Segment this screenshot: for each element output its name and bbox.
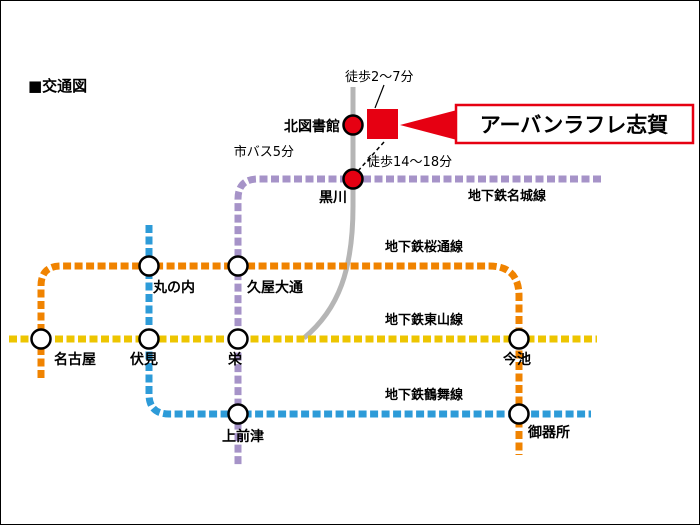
station-sakae-marker [227,328,249,350]
station-kita-library-label: 北図書館 [284,118,340,135]
tsurumai-line-label: 地下鉄鶴舞線 [385,387,464,403]
station-marunouchi-marker [138,255,160,277]
station-imaike-label: 今池 [502,351,531,368]
city-bus-label: 市バス5分 [234,144,294,160]
walk-from-library-label: 徒歩2〜7分 [345,70,414,85]
station-kamimaezu-marker [227,403,249,425]
station-imaike-marker [508,328,530,350]
station-fushimi-marker [138,328,160,350]
station-hisaya-odori-marker [227,255,249,277]
station-nagoya-label: 名古屋 [54,351,96,368]
station-kurokawa-marker [342,168,364,190]
station-kamimaezu-label: 上前津 [222,428,264,445]
higashiyama-line-label: 地下鉄東山線 [385,312,464,328]
station-gokiso-marker [508,403,530,425]
page-title: ■交通図 [28,77,87,95]
meijo-line-label: 地下鉄名城線 [468,188,547,204]
sakuradori-line-label: 地下鉄桜通線 [385,239,464,255]
walk-from-kurokawa-label: 徒歩14〜18分 [367,155,452,170]
tsurumai-line [145,225,591,418]
station-gokiso-label: 御器所 [527,424,570,441]
destination-building-square [367,109,398,139]
station-nagoya-marker [30,328,52,350]
station-sakae-label: 栄 [227,351,243,368]
walk-pointer-line [374,84,385,109]
station-kurokawa-label: 黒川 [319,190,347,206]
meijo-line [234,175,601,467]
sakuradori-line [37,262,523,455]
destination-arrow-icon [400,110,457,140]
station-hisaya-odori-label: 久屋大通 [246,279,303,296]
city-bus-route-line [302,87,356,340]
destination-name-label: アーバンラフレ志賀 [480,113,669,137]
destination-callout-box [454,103,695,145]
station-marunouchi-label: 丸の内 [152,279,195,296]
station-kita-library-marker [342,114,364,136]
station-fushimi-label: 伏見 [130,351,158,368]
